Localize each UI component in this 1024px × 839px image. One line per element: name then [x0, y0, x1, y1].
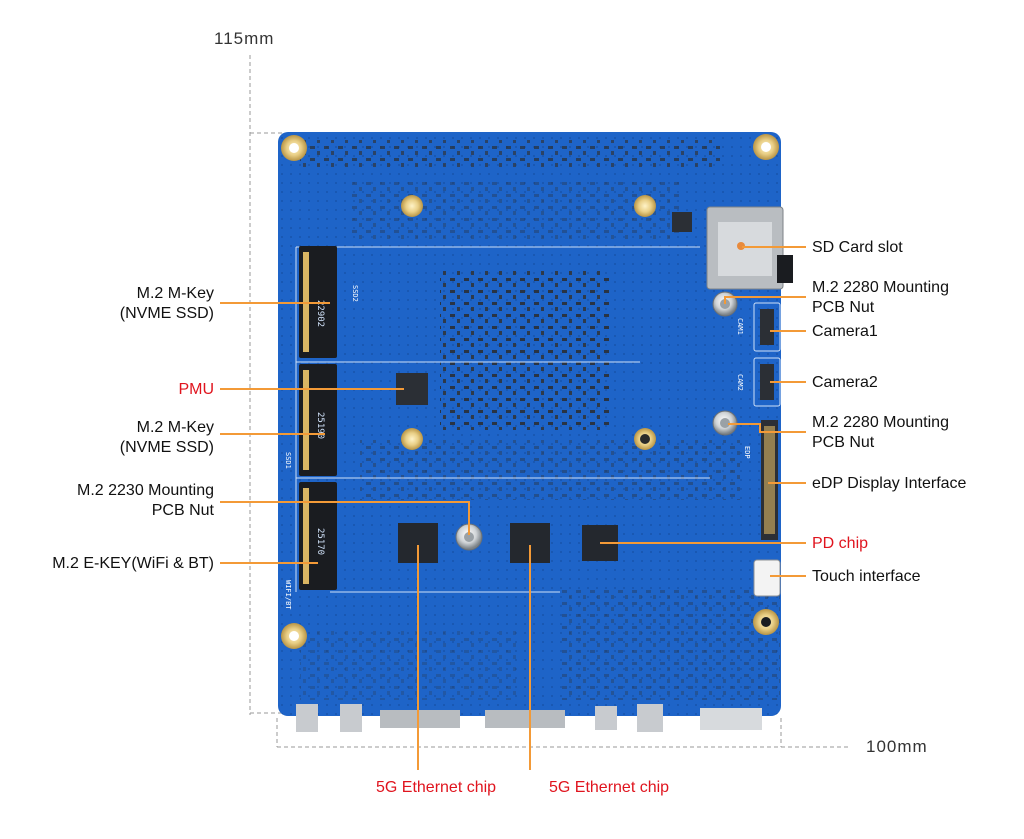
- height-dimension-label: 115mm: [214, 29, 275, 48]
- hole-upper-right: [634, 195, 656, 217]
- sd-card-slot-label-line: SD Card slot: [812, 239, 903, 256]
- width-dimension-label: 100mm: [866, 737, 928, 756]
- port-1: [296, 704, 318, 732]
- m2-2230-nut-label-line: PCB Nut: [151, 502, 214, 519]
- camera1-outline: [753, 302, 781, 352]
- m2-mkey-1-label-line: (NVME SSD): [119, 305, 214, 322]
- port-3: [380, 710, 460, 728]
- port-2: [340, 704, 362, 732]
- top-component-row: [300, 140, 720, 170]
- m2-2230-nut-label-line: M.2 2230 Mounting: [77, 482, 214, 499]
- m2-2280-nut-bottom-label-line: M.2 2280 Mounting: [812, 414, 949, 431]
- hole-bottom-left-center: [289, 631, 299, 641]
- m2-ekey-label-line: M.2 E-KEY(WiFi & BT): [52, 555, 214, 572]
- edp-display-label: eDP Display Interface: [812, 474, 966, 494]
- m2-mkey-2-label-line: (NVME SSD): [119, 439, 214, 456]
- ssd-slot-1-label: 22902: [315, 300, 325, 327]
- leader-lines: [220, 246, 806, 770]
- pins-wifi: [303, 488, 309, 584]
- ethernet-chip-1-label-line: 5G Ethernet chip: [376, 779, 497, 796]
- touch-interface-label-line: Touch interface: [812, 568, 921, 585]
- touch-connector: [753, 559, 781, 597]
- m2-2230-nut-leader-line: [220, 501, 470, 535]
- edp-connector-pins: [764, 426, 775, 534]
- sd-slot-side-tab: [777, 255, 793, 283]
- edp-display-label-line: eDP Display Interface: [812, 475, 967, 492]
- camera1-label-line: Camera1: [812, 323, 878, 340]
- small-chip: [672, 212, 692, 232]
- m2-mkey-1-label-line: M.2 M-Key: [136, 285, 214, 302]
- port-4: [485, 710, 565, 728]
- ethernet-chip-2-label: 5G Ethernet chip: [549, 778, 669, 798]
- hole-mid-left: [401, 428, 423, 450]
- dimension-lines: [249, 55, 850, 748]
- port-5: [595, 706, 617, 730]
- m2-2280-nut-top-leader-line: [724, 296, 806, 304]
- soc-component-field: [440, 270, 610, 430]
- m2-connector-pins: [303, 252, 309, 584]
- hole-bottom-right-center: [761, 617, 771, 627]
- lower-left-component-field: [300, 630, 520, 700]
- ssd1-silkscreen: SSD1: [284, 452, 292, 469]
- hole-upper-left: [401, 195, 423, 217]
- m2-2230-nut-center: [464, 532, 474, 542]
- port-6: [637, 704, 663, 732]
- m2-2280-nut-bottom-leader-line: [728, 423, 806, 433]
- touch-interface-label: Touch interface: [812, 567, 921, 587]
- m2-mkey-2-label: M.2 M-Key (NVME SSD): [120, 418, 214, 458]
- m2-2280-nut-bottom-center: [720, 418, 730, 428]
- ssd2-silkscreen: SSD2: [351, 285, 359, 302]
- pd-chip-label: PD chip: [812, 534, 868, 554]
- camera2-label-line: Camera2: [812, 374, 878, 391]
- upper-component-field: [350, 180, 680, 240]
- camera2-label: Camera2: [812, 373, 878, 393]
- ethernet-chip-1-label: 5G Ethernet chip: [376, 778, 496, 798]
- port-7: [700, 708, 762, 730]
- m2-mkey-2-label-line: M.2 M-Key: [136, 419, 214, 436]
- ssd-slot-2-label: 25190: [315, 412, 325, 439]
- camera1-connector: [760, 309, 774, 345]
- pd-chip-label-line: PD chip: [812, 535, 869, 552]
- pcb-board: 22902 25190 25170 SSD2 SSD1 WIFI/BT: [278, 132, 793, 732]
- sd-slot-window: [718, 222, 772, 276]
- hole-top-right-center: [761, 142, 771, 152]
- m2-2280-nut-bottom-label-line: PCB Nut: [812, 434, 875, 451]
- pmu-label: PMU: [178, 380, 214, 400]
- camera2-connector: [760, 364, 774, 400]
- m2-2280-nut-top-label-line: PCB Nut: [812, 299, 875, 316]
- ethernet-chip-2-label-line: 5G Ethernet chip: [549, 779, 670, 796]
- camera1-label: Camera1: [812, 322, 878, 342]
- edp-silkscreen: EDP: [743, 446, 751, 459]
- sd-card-slot-label: SD Card slot: [812, 238, 903, 258]
- io-ports: [296, 704, 762, 732]
- m2-2280-nut-top-label-line: M.2 2280 Mounting: [812, 279, 949, 296]
- middle-component-field: [360, 440, 740, 500]
- lower-component-field: [560, 590, 780, 700]
- hole-mid-right-center: [640, 434, 650, 444]
- m2-mkey-1-label: M.2 M-Key (NVME SSD): [120, 284, 214, 324]
- corner-mounting-holes: [281, 134, 779, 649]
- pins-ssd1: [303, 370, 309, 470]
- cam1-silkscreen: CAM1: [736, 318, 744, 335]
- wifi-bt-silkscreen: WIFI/BT: [284, 580, 292, 610]
- hole-top-left-center: [289, 143, 299, 153]
- pmu-label-line: PMU: [178, 381, 214, 398]
- ssd-slot-3-label: 25170: [315, 528, 325, 555]
- m2-ekey-label: M.2 E-KEY(WiFi & BT): [52, 554, 214, 574]
- cam2-silkscreen: CAM2: [736, 374, 744, 391]
- camera-connectors: CAM1 CAM2: [736, 302, 781, 407]
